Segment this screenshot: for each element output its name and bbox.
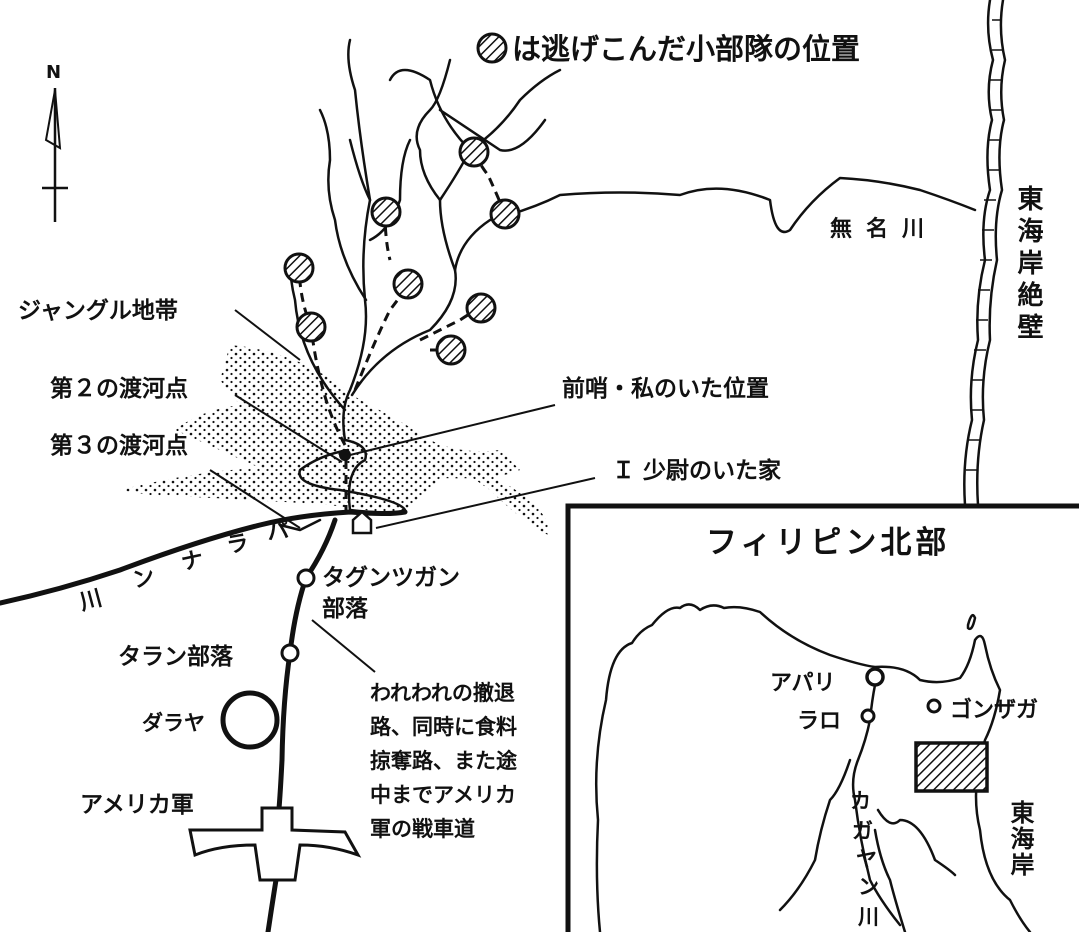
legend: は逃げこんだ小部隊の位置 xyxy=(476,32,860,66)
legend-hatched-circle-icon xyxy=(476,32,508,64)
river-char: 川 xyxy=(857,905,879,929)
route-note-line: 掠奪路、また途 xyxy=(370,749,518,773)
inset-title: フィリピン北部 xyxy=(706,525,950,561)
taran-label: タラン部落 xyxy=(118,643,234,670)
american-army-base-icon xyxy=(188,806,362,882)
east-coast-cliff xyxy=(963,0,1007,507)
river-char: カ xyxy=(850,789,871,813)
route-note-line: 軍の戦車道 xyxy=(370,817,475,841)
outpost-marker xyxy=(339,449,351,461)
river-char: ヤ xyxy=(856,847,877,871)
unit-position-marker xyxy=(458,136,490,168)
river-char: 川 xyxy=(76,586,105,616)
route-note-line: 中までアメリカ xyxy=(370,783,516,807)
tagguntsugan-marker xyxy=(296,568,316,588)
aparri-marker xyxy=(865,667,885,687)
outpost-label: 前哨・私のいた位置 xyxy=(562,375,769,402)
east-coast-label: 東海岸 xyxy=(1006,800,1034,878)
vertical-label-east-coast-cliff: 東海岸絶壁 xyxy=(1013,185,1043,345)
tagguntsugan-label-1: タグンツガン xyxy=(322,564,460,591)
area-of-interest-hatched-box xyxy=(914,741,989,793)
unit-positions xyxy=(283,136,521,366)
jungle-label: ジャングル地帯 xyxy=(18,297,178,324)
crossing-3-leader-line xyxy=(209,469,301,529)
lieutenant-house-label: Ｉ 少尉のいた家 xyxy=(612,457,781,484)
daraya-label: ダラヤ xyxy=(142,711,205,735)
aparri-label: アパリ xyxy=(770,671,836,696)
crossing-2-leader-line xyxy=(234,394,343,463)
river-char: ガ xyxy=(852,819,873,843)
jungle-area xyxy=(120,345,550,535)
unit-position-marker xyxy=(283,252,315,284)
american-army-label: アメリカ軍 xyxy=(80,792,194,818)
outpost-leader-line xyxy=(349,404,556,456)
unit-position-marker xyxy=(489,198,521,230)
river-char: ナ xyxy=(179,547,206,576)
unit-position-marker xyxy=(370,196,402,228)
lalo-marker xyxy=(860,708,876,724)
crossing-3-label: 第３の渡河点 xyxy=(50,432,188,459)
route-note: われわれの撤退 路、同時に食料 掠奪路、また途 中までアメリカ 軍の戦車道 xyxy=(370,681,518,841)
retreat-road xyxy=(188,517,362,932)
paranan-river-label: 川 ン ナ ラ パ xyxy=(76,518,291,616)
unit-position-marker xyxy=(465,292,497,324)
house-icon xyxy=(351,510,373,535)
river-char: ン xyxy=(130,564,158,594)
taran-marker xyxy=(280,643,300,663)
east-coast-cliff-label: 東海岸絶壁 xyxy=(1013,185,1043,345)
cagayan-river-label: カ ガ ヤ ン 川 xyxy=(850,789,879,929)
river-char: パ xyxy=(265,518,290,546)
unit-position-marker xyxy=(295,311,327,343)
river-char: ラ xyxy=(225,530,251,558)
route-note-line: 路、同時に食料 xyxy=(370,715,517,739)
gonzaga-label: ゴンザガ xyxy=(950,697,1038,723)
tagguntsugan-label-2: 部落 xyxy=(322,595,369,622)
gonzaga-marker xyxy=(926,698,942,714)
inset-map-northern-philippines: フィリピン北部 アパリ ラロ ゴンザガ カ ガ ヤ ン 川 東海岸 xyxy=(565,503,1079,932)
daraya-marker xyxy=(220,690,280,750)
unit-position-marker xyxy=(435,334,467,366)
nameless-river-label: 無名川 xyxy=(830,216,938,242)
north-arrow-icon: N xyxy=(42,62,68,222)
route-note-line: われわれの撤退 xyxy=(370,681,515,705)
jungle-leader-line xyxy=(234,309,301,361)
unit-position-marker xyxy=(392,268,424,300)
route-leader-line xyxy=(311,619,376,673)
legend-label: は逃げこんだ小部隊の位置 xyxy=(512,32,860,66)
crossing-2-label: 第２の渡河点 xyxy=(50,375,188,402)
river-char: ン xyxy=(858,875,879,899)
lalo-label: ラロ xyxy=(797,709,841,734)
house-leader-line xyxy=(375,477,596,529)
north-label: N xyxy=(46,62,61,83)
